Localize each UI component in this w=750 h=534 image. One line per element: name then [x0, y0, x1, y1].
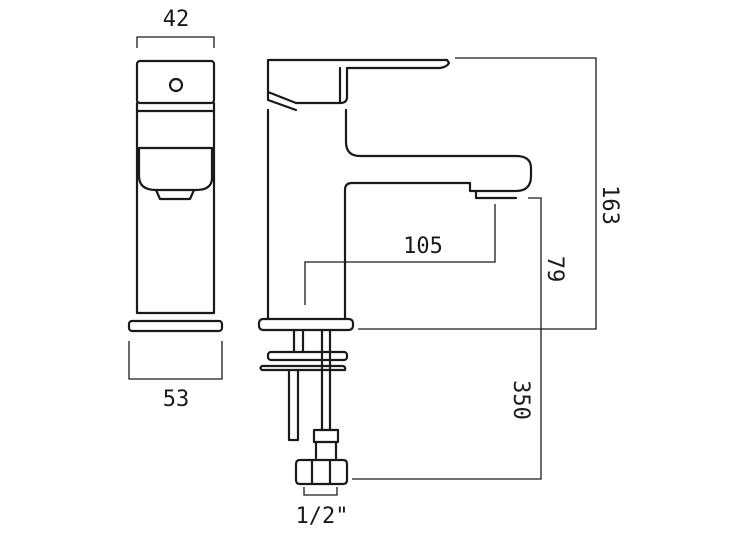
lever — [266, 58, 451, 105]
hose-length-label: 350 — [508, 380, 533, 420]
side-view — [127, 36, 224, 380]
base-width-label: 53 — [163, 387, 190, 412]
top-width-label: 42 — [163, 7, 190, 32]
lever-head — [135, 59, 216, 105]
total-height-label: 163 — [597, 185, 622, 225]
spout-height-label: 79 — [542, 256, 567, 283]
backnut-washer — [266, 350, 349, 362]
tap-body — [266, 108, 533, 320]
top-width-dimension-line — [136, 36, 215, 48]
reach-dimension-line — [304, 204, 496, 305]
base-width-dimension-line — [128, 341, 223, 380]
threaded-rod — [287, 368, 300, 442]
backnut-plate — [259, 364, 347, 372]
side-body — [135, 101, 216, 315]
aerator — [474, 189, 518, 200]
side-spout-outlet — [154, 188, 196, 201]
side-base-plate — [127, 319, 224, 333]
hex-nut — [294, 458, 349, 486]
flexible-hose — [320, 328, 332, 432]
lever-cap — [266, 90, 298, 112]
hose-length-dimension-line — [352, 197, 542, 480]
front-dimensions — [303, 57, 597, 496]
front-view — [257, 58, 533, 486]
total-height-dimension-line — [358, 57, 597, 330]
side-spout — [137, 146, 214, 192]
base-plate — [257, 317, 355, 332]
connection-dimension-line — [303, 487, 338, 496]
spout-reach-label: 105 — [403, 234, 443, 259]
connection-size-label: 1/2" — [296, 504, 349, 529]
lever-hole — [168, 77, 184, 93]
hose-ferrule — [312, 428, 340, 460]
